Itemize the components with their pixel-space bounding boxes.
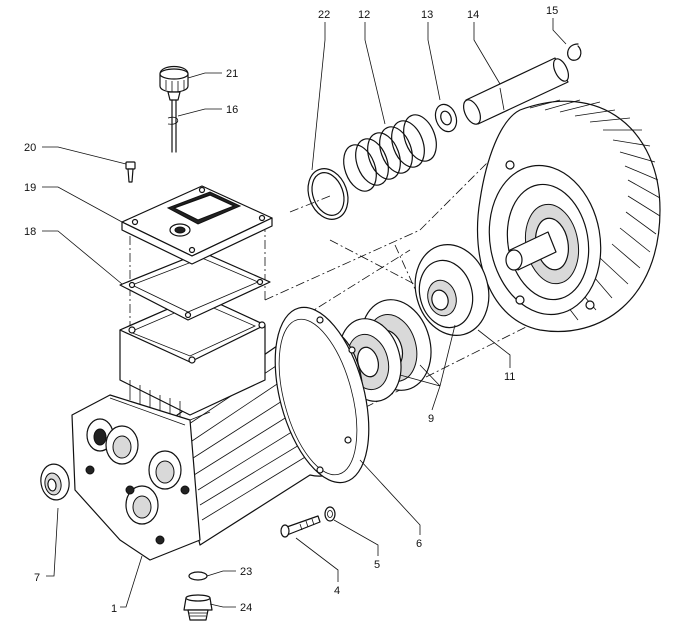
callout-13: 13 xyxy=(421,9,433,21)
callout-1: 1 xyxy=(111,603,117,615)
callout-21: 21 xyxy=(226,68,238,80)
callout-16: 16 xyxy=(226,104,238,116)
part-14-shaft xyxy=(463,57,570,125)
part-22-snap-ring xyxy=(307,168,349,220)
callout-7: 7 xyxy=(34,572,40,584)
callout-20: 20 xyxy=(24,142,36,154)
callout-5: 5 xyxy=(374,559,380,571)
part-4-bolt xyxy=(280,515,321,538)
callout-18: 18 xyxy=(24,226,36,238)
callout-labels: 1 4 5 6 7 9 11 12 13 14 15 16 18 19 20 2… xyxy=(24,5,558,615)
callout-6: 6 xyxy=(416,538,422,550)
callout-24: 24 xyxy=(240,602,252,614)
part-5-lock-washer xyxy=(324,506,336,522)
main-housing xyxy=(71,294,370,561)
callout-11: 11 xyxy=(504,371,515,383)
callout-15: 15 xyxy=(546,5,558,17)
part-18-gasket xyxy=(119,251,271,321)
part-19-cover xyxy=(121,185,273,265)
finned-end-housing xyxy=(476,99,661,332)
callout-12: 12 xyxy=(358,9,370,21)
callout-22: 22 xyxy=(318,9,330,21)
part-11-bearing-cap xyxy=(414,244,490,336)
callout-14: 14 xyxy=(467,9,479,21)
leader-lines xyxy=(42,18,567,608)
part-24-plug xyxy=(183,594,213,621)
part-20-screw xyxy=(125,161,136,183)
part-15-circlip xyxy=(567,43,582,61)
part-23-o-ring xyxy=(188,571,208,581)
callout-4: 4 xyxy=(334,585,340,597)
part-13-washer xyxy=(434,103,458,133)
part-16-dipstick xyxy=(167,99,179,153)
part-7-seal xyxy=(40,463,70,501)
callout-19: 19 xyxy=(24,182,36,194)
part-12-spring xyxy=(343,114,437,192)
callout-9: 9 xyxy=(428,413,434,425)
part-21-oil-cap xyxy=(159,65,189,101)
callout-23: 23 xyxy=(240,566,252,578)
